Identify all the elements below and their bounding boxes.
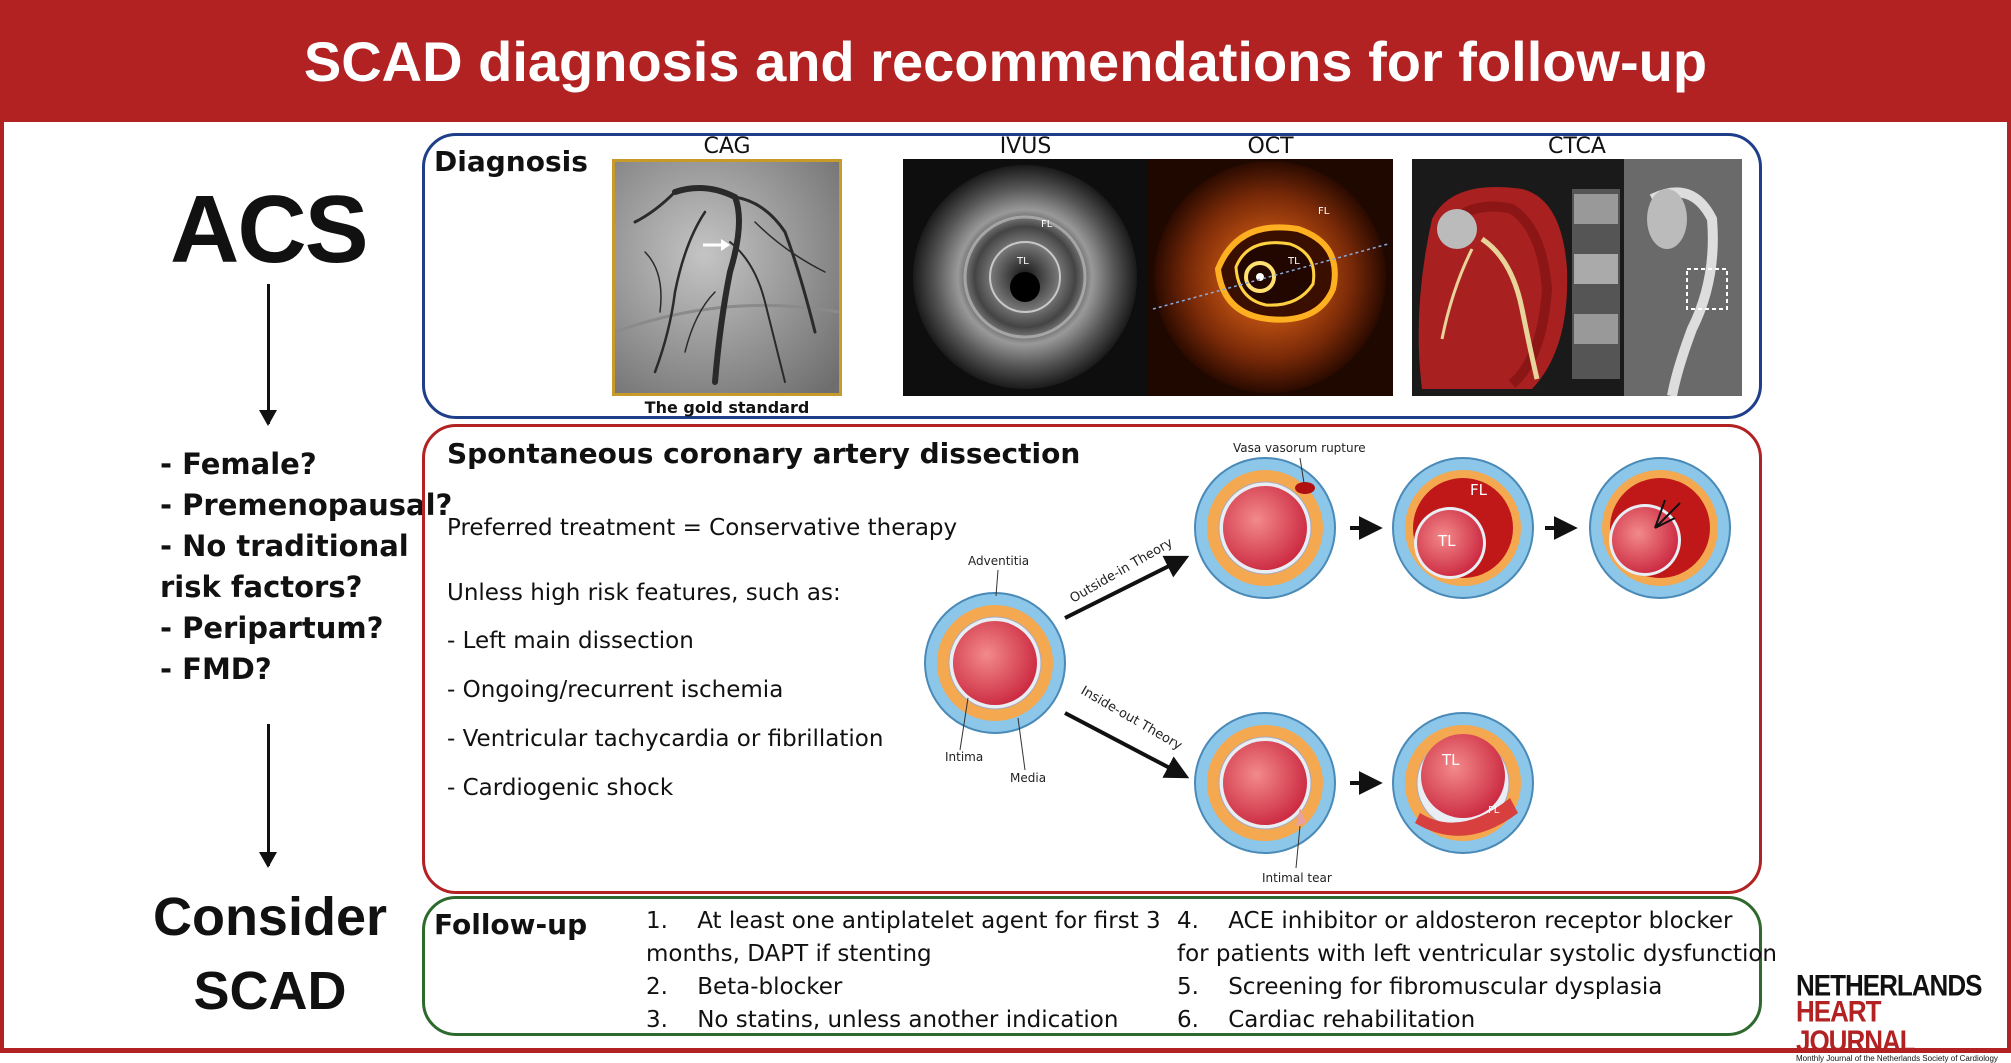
cag-label: CAG (703, 134, 751, 159)
followup-column-1: 1. At least one antiplatelet agent for f… (646, 905, 1161, 1037)
followup-item: 2. Beta-blocker (646, 974, 843, 1000)
intimal-tear-label: Intimal tear (1262, 871, 1332, 885)
oct-image: FL TL (1148, 159, 1393, 396)
ivus-image: FL TL (903, 159, 1148, 396)
inside-out-arrow-icon (1064, 711, 1190, 779)
ivus-tl-mark: TL (1016, 256, 1029, 267)
arrow-down-icon (259, 284, 277, 426)
diagnosis-title: Diagnosis (434, 145, 588, 178)
oct-tl-mark: TL (1287, 256, 1300, 267)
risk-item: risk factors? (160, 570, 363, 604)
arrow-right-icon (703, 239, 730, 251)
risk-item: - Female? (160, 447, 317, 481)
followup-item: 3. No statins, unless another indication (646, 1007, 1119, 1033)
high-risk-intro: Unless high risk features, such as: (447, 580, 841, 606)
ivus-fl-mark: FL (1041, 219, 1053, 230)
media-label: Media (1010, 771, 1046, 785)
high-risk-feature: - Left main dissection (447, 628, 694, 654)
ctca-image (1412, 159, 1742, 396)
vessel-intimal-tear (1194, 712, 1336, 854)
oct-label: OCT (1247, 134, 1294, 159)
adventitia-label: Adventitia (968, 554, 1029, 568)
tl-mark: TL (1441, 751, 1460, 769)
intima-label: Intima (945, 750, 983, 764)
fl-mark: FL (1488, 805, 1500, 816)
ivus-label: IVUS (999, 134, 1052, 159)
oct-fl-mark: FL (1318, 206, 1330, 217)
risk-item: - FMD? (160, 652, 272, 686)
high-risk-feature: - Cardiogenic shock (447, 775, 674, 801)
scad-title: Spontaneous coronary artery dissection (447, 437, 1081, 470)
high-risk-feature: - Ventricular tachycardia or fibrillatio… (447, 726, 884, 752)
followup-item: for patients with left ventricular systo… (1177, 941, 1777, 967)
scad-panel (422, 424, 1762, 894)
high-risk-feature: - Ongoing/recurrent ischemia (447, 677, 784, 703)
vessel-intramural-hematoma (1392, 712, 1534, 854)
risk-item: - Peripartum? (160, 611, 384, 645)
arrow-down-icon (259, 724, 277, 868)
preferred-treatment: Preferred treatment = Conservative thera… (447, 515, 958, 541)
followup-item: 1. At least one antiplatelet agent for f… (646, 908, 1161, 934)
fl-mark: FL (1470, 481, 1488, 499)
followup-item: months, DAPT if stenting (646, 941, 932, 967)
followup-column-2: 4. ACE inhibitor or aldosteron receptor … (1177, 905, 1777, 1037)
journal-logo: NETHERLANDS HEART JOURNAL Monthly Journa… (1796, 967, 1998, 1063)
page-title: SCAD diagnosis and recommendations for f… (0, 0, 2011, 122)
diagnosis-panel (422, 133, 1762, 419)
followup-panel (422, 896, 1762, 1036)
followup-title: Follow-up (434, 908, 588, 941)
ctca-label: CTCA (1548, 134, 1606, 159)
inside-out-label: Inside-out Theory (1078, 683, 1185, 753)
vessel-vasa-vorum (1194, 457, 1336, 599)
vessel-rupture (1589, 457, 1731, 599)
risk-factor-list: - Female? - Premenopausal? - No traditio… (160, 444, 452, 690)
acs-label: ACS (170, 176, 369, 283)
gold-standard-caption: The gold standard (644, 398, 810, 417)
risk-item: - No traditional (160, 529, 409, 563)
outside-in-arrow-icon (1064, 555, 1190, 620)
tl-mark: TL (1437, 532, 1456, 550)
scad-mechanism-diagram: Adventitia Intima Media Outside-in Theor… (924, 441, 1731, 885)
consider-scad-label: Consider SCAD (152, 887, 388, 1021)
risk-item: - Premenopausal? (160, 488, 453, 522)
vasa-vasorum-label: Vasa vasorum rupture (1233, 441, 1366, 455)
followup-item: 6. Cardiac rehabilitation (1177, 1007, 1476, 1033)
normal-vessel (924, 592, 1066, 734)
vessel-false-lumen (1392, 457, 1534, 599)
cag-image (612, 159, 842, 396)
followup-item: 5. Screening for fibromuscular dysplasia (1177, 974, 1663, 1000)
followup-item: 4. ACE inhibitor or aldosteron receptor … (1177, 908, 1733, 934)
